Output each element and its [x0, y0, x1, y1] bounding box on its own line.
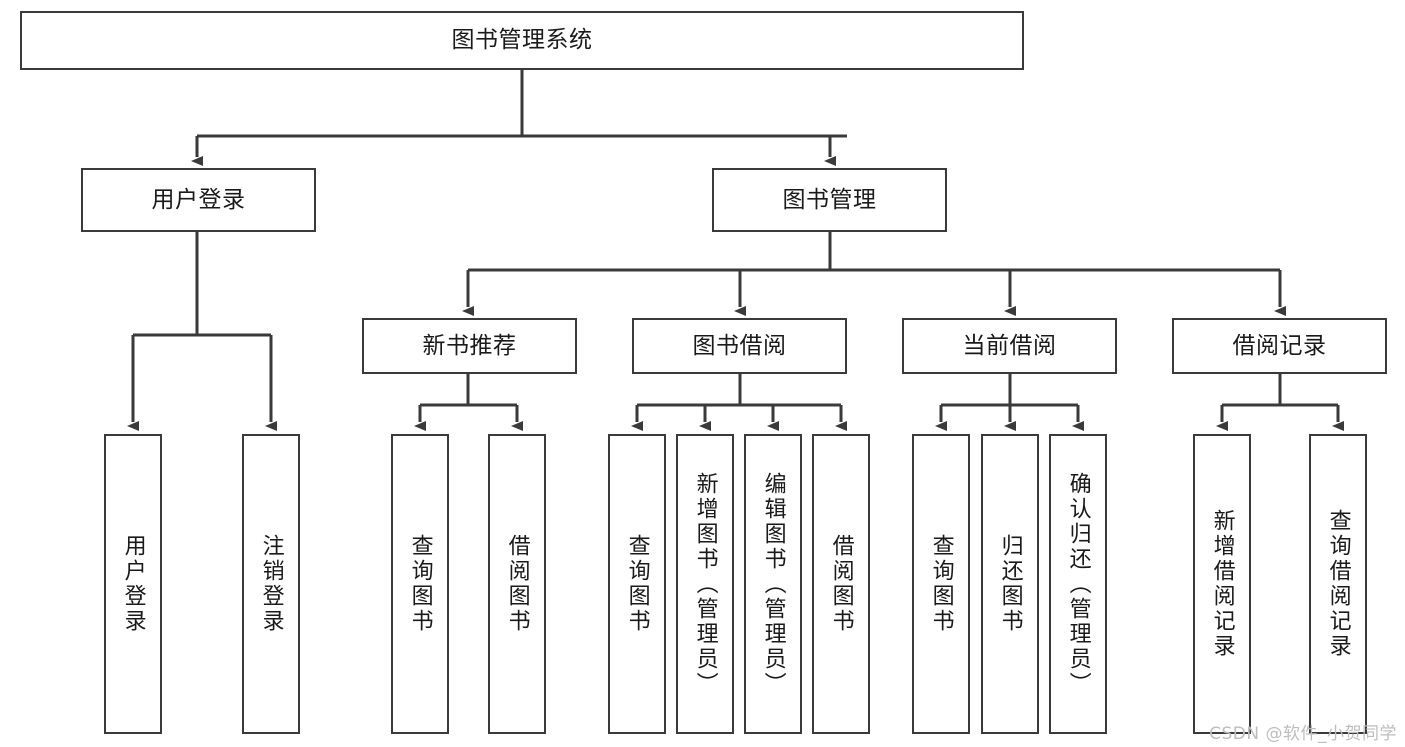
- node-borrow-record[interactable]: 借阅记录: [1172, 318, 1387, 374]
- leaf-borrow-book-2-label: 借阅图书: [828, 534, 854, 634]
- node-user-login[interactable]: 用户登录: [81, 168, 316, 232]
- leaf-query-book-1-label: 查询图书: [407, 534, 433, 634]
- leaf-query-book-1[interactable]: 查询图书: [391, 434, 449, 734]
- leaf-return-book[interactable]: 归还图书: [981, 434, 1039, 734]
- leaf-query-book-3[interactable]: 查询图书: [912, 434, 970, 734]
- leaf-add-record[interactable]: 新增借阅记录: [1193, 434, 1251, 734]
- node-current-borrow[interactable]: 当前借阅: [902, 318, 1117, 374]
- leaf-confirm-return[interactable]: 确认归还（管理员）: [1049, 434, 1107, 734]
- csdn-watermark: CSDN @软件_小贺同学: [1209, 724, 1397, 744]
- leaf-add-book[interactable]: 新增图书（管理员）: [676, 434, 734, 734]
- leaf-user-login[interactable]: 用户登录: [104, 434, 162, 734]
- leaf-user-logout[interactable]: 注销登录: [242, 434, 300, 734]
- node-new-book-recommend-label: 新书推荐: [422, 332, 517, 359]
- node-current-borrow-label: 当前借阅: [962, 332, 1057, 359]
- leaf-query-record[interactable]: 查询借阅记录: [1309, 434, 1367, 734]
- leaf-edit-book-label: 编辑图书（管理员）: [760, 471, 786, 697]
- leaf-add-book-label: 新增图书（管理员）: [692, 471, 718, 697]
- node-root[interactable]: 图书管理系统: [20, 11, 1024, 70]
- node-book-borrow-label: 图书借阅: [692, 332, 787, 359]
- leaf-borrow-book-1-label: 借阅图书: [504, 534, 530, 634]
- leaf-confirm-return-label: 确认归还（管理员）: [1065, 471, 1091, 697]
- node-new-book-recommend[interactable]: 新书推荐: [362, 318, 577, 374]
- node-user-login-label: 用户登录: [151, 186, 246, 213]
- leaf-edit-book[interactable]: 编辑图书（管理员）: [744, 434, 802, 734]
- node-book-manage[interactable]: 图书管理: [712, 168, 947, 232]
- leaf-query-book-2[interactable]: 查询图书: [608, 434, 666, 734]
- leaf-return-book-label: 归还图书: [997, 534, 1023, 634]
- leaf-add-record-label: 新增借阅记录: [1209, 509, 1235, 659]
- node-book-manage-label: 图书管理: [782, 186, 877, 213]
- leaf-borrow-book-1[interactable]: 借阅图书: [488, 434, 546, 734]
- node-book-borrow[interactable]: 图书借阅: [632, 318, 847, 374]
- leaf-query-book-3-label: 查询图书: [928, 534, 954, 634]
- node-borrow-record-label: 借阅记录: [1232, 332, 1327, 359]
- leaf-query-book-2-label: 查询图书: [624, 534, 650, 634]
- leaf-user-login-label: 用户登录: [120, 534, 146, 634]
- leaf-user-logout-label: 注销登录: [258, 534, 284, 634]
- node-root-label: 图书管理系统: [451, 27, 593, 54]
- leaf-query-record-label: 查询借阅记录: [1325, 509, 1351, 659]
- leaf-borrow-book-2[interactable]: 借阅图书: [812, 434, 870, 734]
